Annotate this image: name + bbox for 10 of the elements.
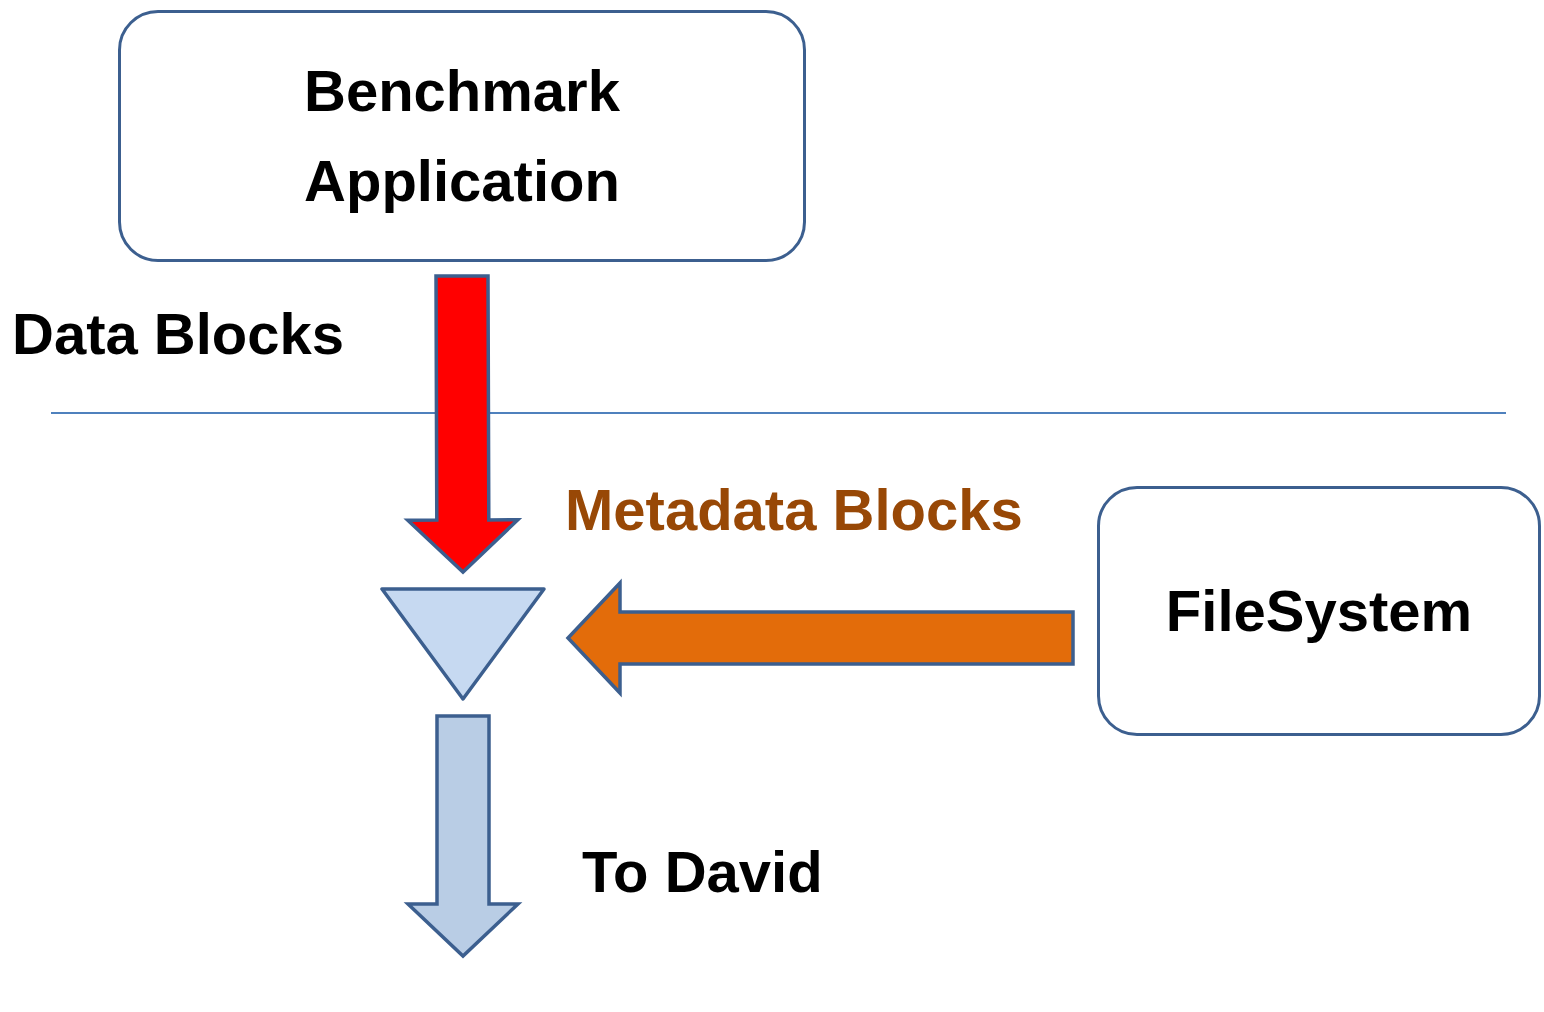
block-arrow [565,578,1075,698]
edge-label: Data Blocks [12,300,345,367]
block-arrow [403,274,523,575]
node-label: FileSystem [1164,577,1474,646]
block-arrow [403,714,523,959]
process-box [1097,486,1541,736]
process-box [118,10,806,262]
edge-label: To David [582,838,823,905]
edge-label: Metadata Blocks [565,476,1023,543]
node-label: Benchmark Application [303,57,621,215]
